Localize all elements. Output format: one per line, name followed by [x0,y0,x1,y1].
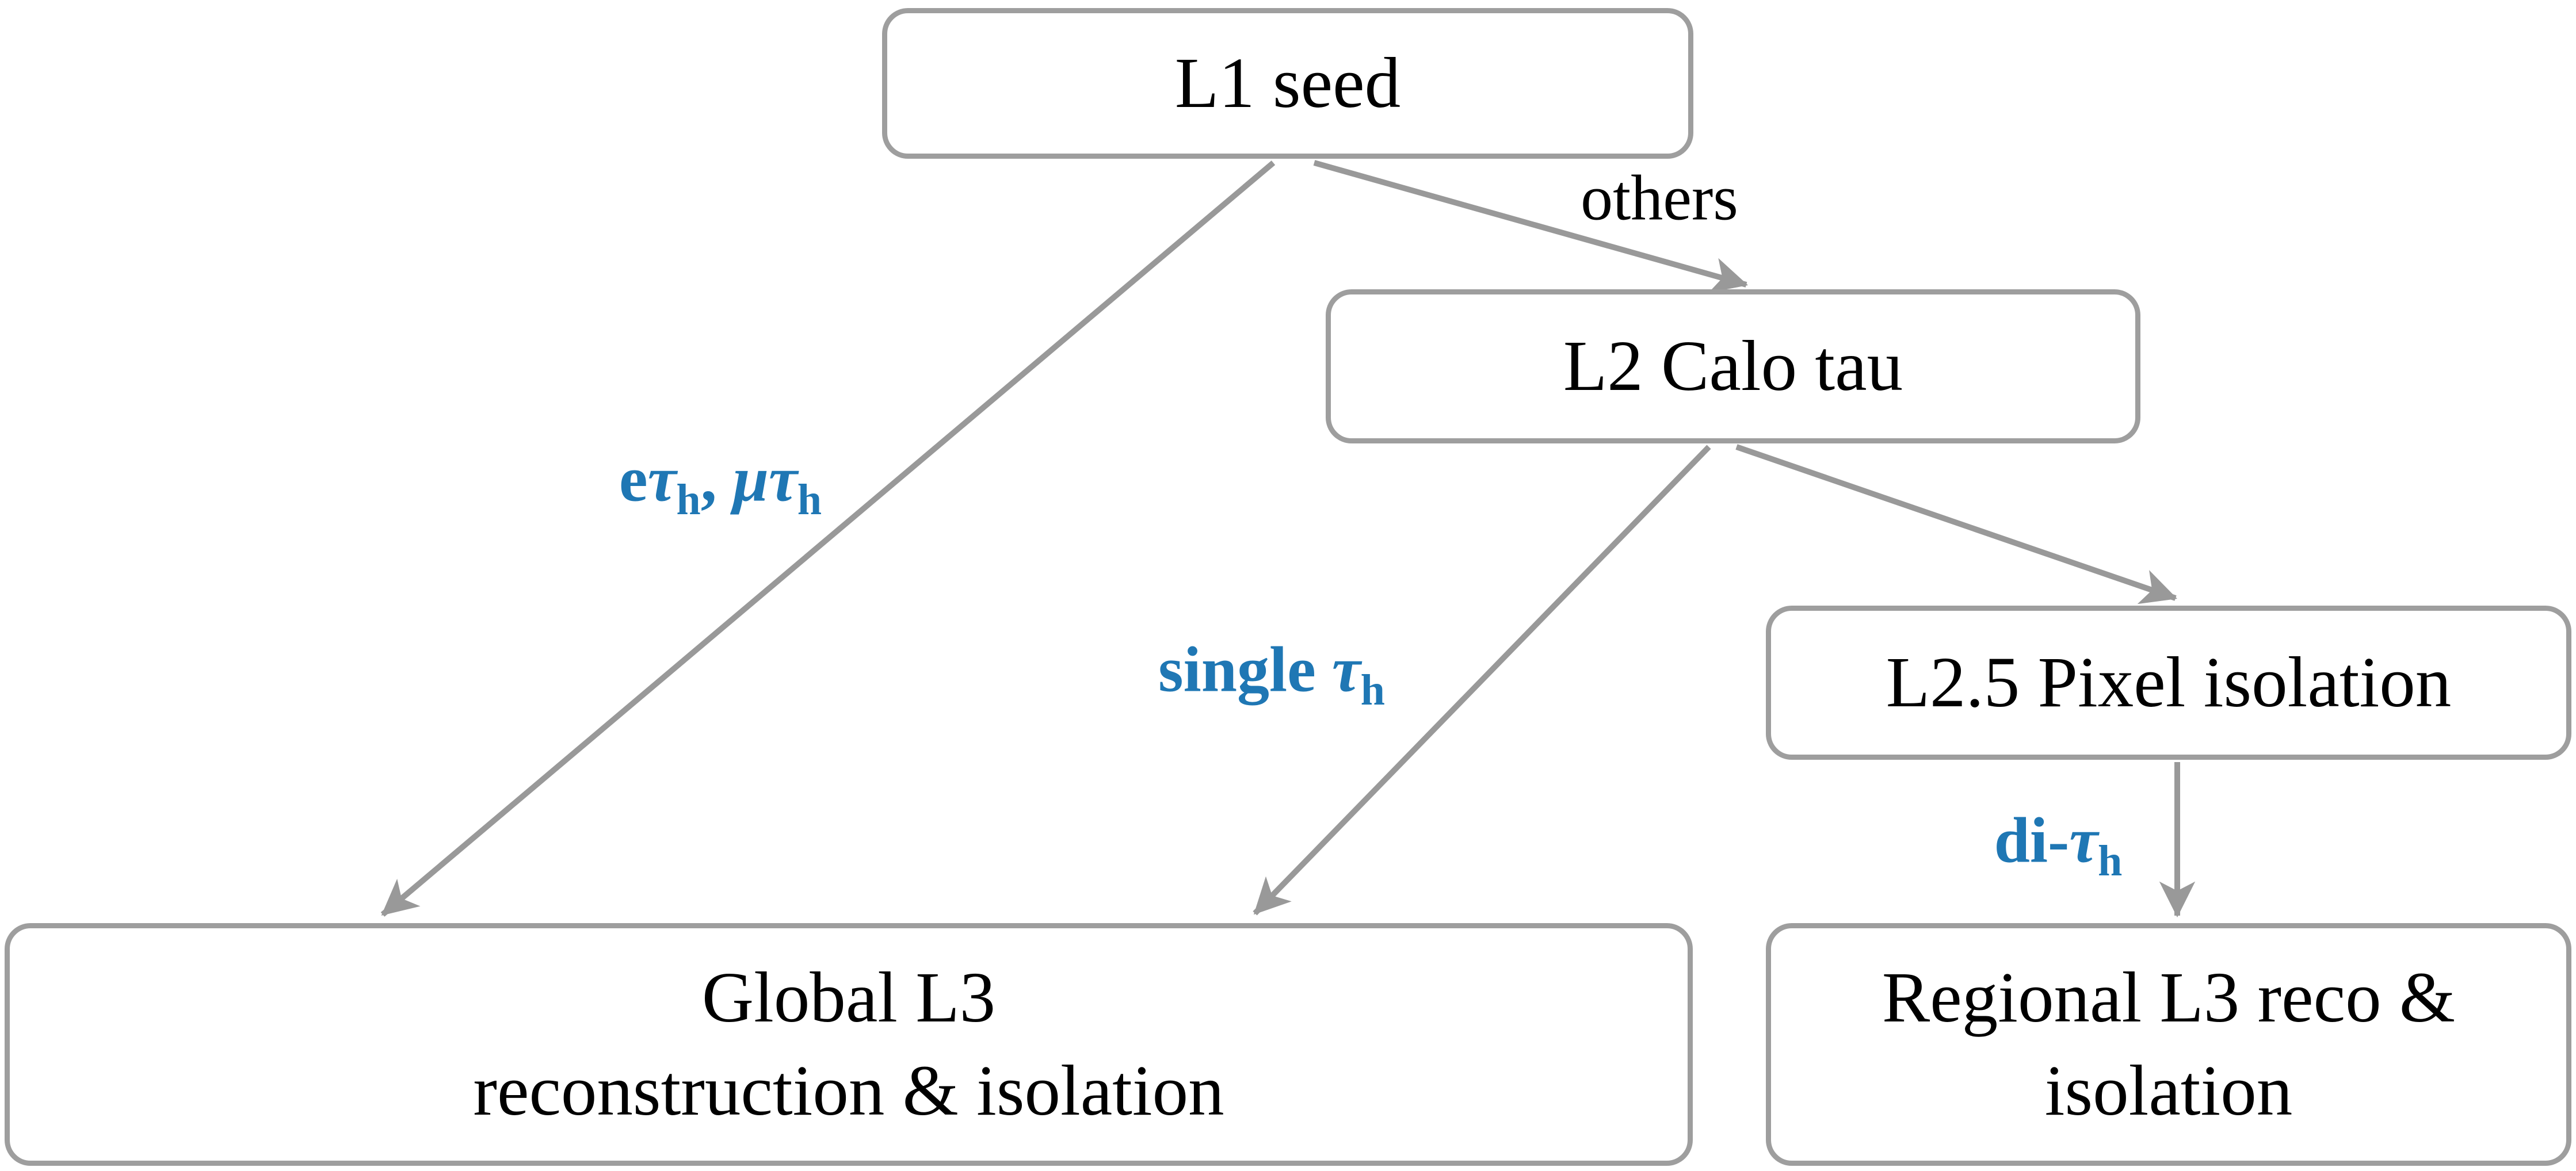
node-l1-seed: L1 seed [882,8,1693,159]
edge-l2-to-l25-pixel [1735,444,2177,604]
edge-l1-to-l2-calo [1313,160,1749,293]
edge-label-etau-mutau: eτh, μτh [619,443,822,524]
node-l2-calo-tau: L2 Calo tau [1326,289,2140,443]
edge-label-di-tau: di-τh [1994,805,2123,885]
edge-l2-to-global-l3 [1253,445,1711,916]
node-regional-l3: Regional L3 reco & isolation [1766,923,2571,1166]
edge-label-others: others [1581,162,1738,234]
node-global-l3: Global L3 reconstruction & isolation [5,923,1693,1166]
node-l25-pixel-isolation: L2.5 Pixel isolation [1766,606,2571,760]
edge-label-single-tau: single τh [1158,634,1385,714]
edge-l1-to-global-l3 [380,160,1276,917]
